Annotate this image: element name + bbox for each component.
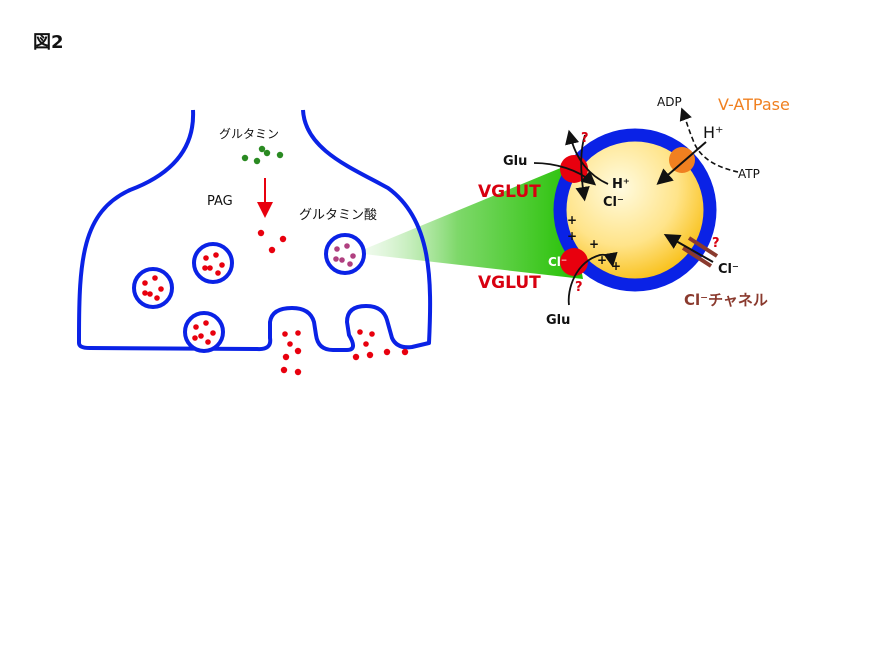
glu-label-bottom: Glu: [546, 313, 570, 328]
atp-hydrolysis-arrow: [679, 107, 739, 173]
v-atpase-pump: [669, 147, 695, 173]
pump-proton-label: H⁺: [703, 123, 723, 142]
zoom-cone: [355, 167, 583, 279]
figure-label: 図2: [33, 32, 64, 53]
svg-text:+: +: [597, 253, 607, 267]
chloride-channel-label: Cl⁻チャネル: [684, 291, 768, 309]
proton-pump-arrow: [656, 141, 707, 185]
chloride-label-channel: Cl⁻: [718, 262, 739, 277]
chloride-influx-arrow: [663, 234, 714, 263]
glu-uptake-arrow-top: [533, 162, 597, 186]
pag-label: PAG: [207, 194, 233, 209]
synaptic-vesicle: [192, 242, 234, 284]
atp-label: ATP: [738, 167, 760, 181]
glu-label-top: Glu: [503, 154, 527, 169]
proton-efflux-arrow-top: [565, 129, 609, 185]
chloride-label-top: Cl⁻: [603, 195, 624, 210]
v-atpase-label: V-ATPase: [718, 95, 790, 114]
svg-text:+: +: [567, 229, 577, 243]
vglut-label-bottom: VGLUT: [478, 273, 541, 293]
question-mark-bottom: ?: [575, 280, 583, 295]
synaptic-vesicle: [324, 233, 366, 275]
chloride-channel: [681, 236, 719, 268]
vglut-label-top: VGLUT: [478, 182, 541, 202]
svg-text:+: +: [567, 213, 577, 227]
glu-uptake-arrow-bottom: [567, 251, 618, 306]
chloride-label-bottom: Cl⁻: [548, 255, 567, 269]
synaptic-vesicle: [183, 311, 225, 353]
vglut-transporter-bottom: [560, 248, 588, 276]
presynaptic-membrane: [77, 109, 433, 352]
question-mark-channel: ?: [712, 236, 720, 251]
chloride-arrow-top: [575, 134, 590, 202]
vglut-transporter-top: [560, 155, 588, 183]
proton-label-vglut: H⁺: [612, 177, 630, 192]
synaptic-vesicle: [132, 267, 174, 309]
glutamine-dots: [241, 145, 284, 165]
adp-label: ADP: [657, 95, 682, 109]
glutamate-label: グルタミン酸: [299, 208, 377, 223]
released-glutamate-dots: [280, 329, 409, 376]
cytosolic-glutamate-dots: [257, 229, 287, 254]
glutamine-label: グルタミン: [219, 127, 279, 141]
question-mark-top: ?: [581, 131, 589, 146]
svg-text:+: +: [589, 237, 599, 251]
